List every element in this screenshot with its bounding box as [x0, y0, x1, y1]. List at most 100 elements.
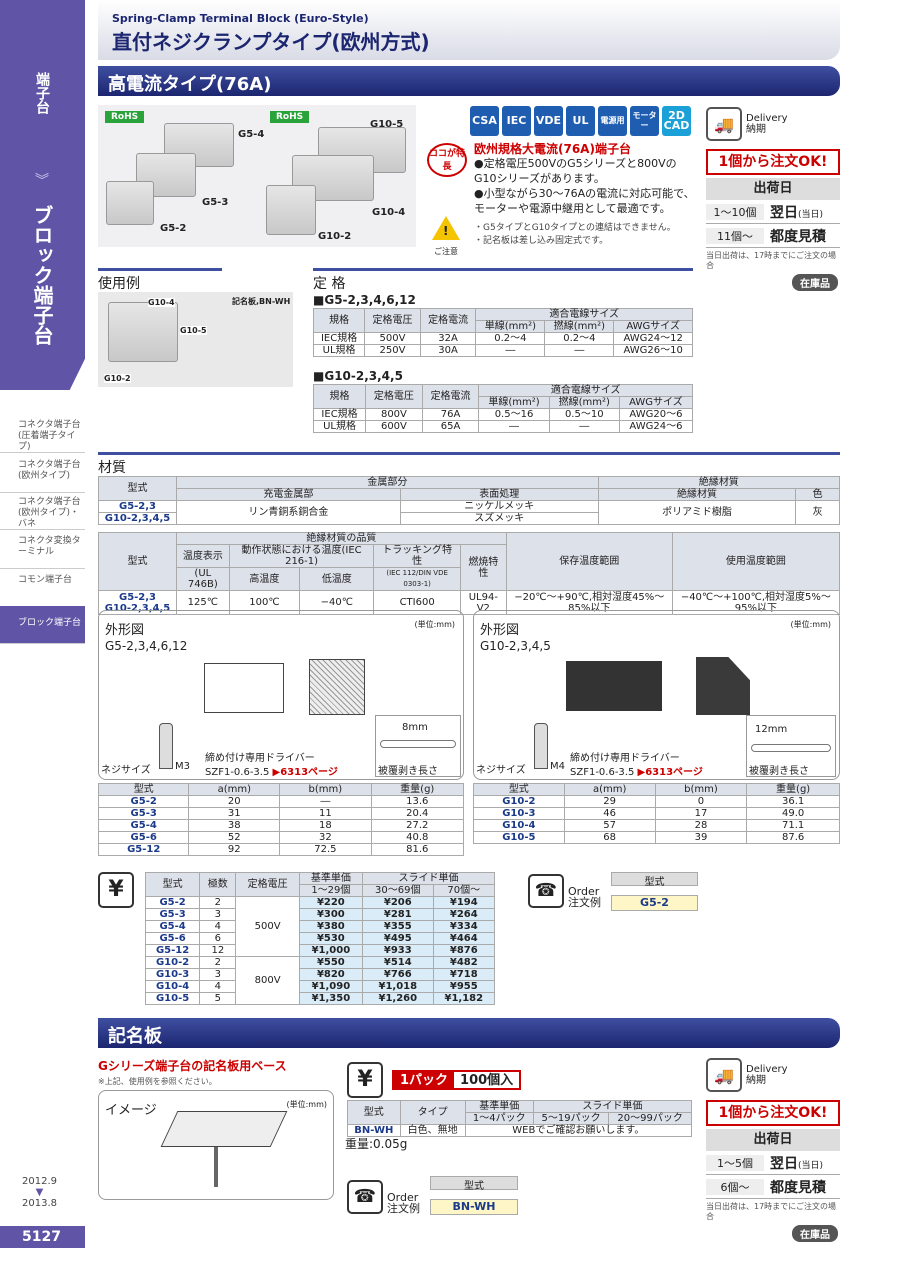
driver-label: 締め付け専用ドライバー — [205, 753, 315, 764]
usage-part-label: G10-4 — [148, 298, 175, 307]
ul-badge: UL — [566, 106, 595, 136]
sidebar-top-label: 端子台 — [34, 72, 50, 114]
truck-icon: 🚚 — [706, 107, 742, 141]
g5-spec-table: 規格定格電圧定格電流適合電線サイズ 単線(mm²)撚線(mm²)AWGサイズ I… — [312, 308, 693, 357]
g10-spec-title: ■G10-2,3,4,5 — [313, 369, 403, 383]
sidebar-main-label: ブロック端子台 — [30, 205, 54, 345]
ship-day: 都度見積 — [770, 228, 826, 245]
phone-icon: ☎ — [528, 874, 564, 908]
ship-qty: 6個～ — [706, 1178, 764, 1195]
insulation-quality-table: 型式絶縁材質の品質保存温度範囲使用温度範囲 温度表示動作状態における温度(IEC… — [98, 532, 841, 615]
strip-length-box: 8mm 被覆剥き長さ — [375, 715, 461, 777]
driver-page-link[interactable]: ▶6313ページ — [637, 767, 703, 778]
strip-length: 8mm — [402, 722, 428, 733]
sidebar-item-block[interactable]: ブロック端子台 — [0, 606, 85, 644]
driver-model: SZF1-0.6-3.5 — [570, 767, 635, 778]
feature-badge: ココが特長 — [427, 143, 467, 177]
date-to: 2013.8 — [22, 1198, 57, 1209]
order-ok-banner: 1個から注文OK! — [706, 1100, 840, 1126]
down-arrow-icon: ▼ — [35, 1187, 44, 1198]
delivery-label-jp: 納期 — [746, 124, 766, 135]
delivery-label: Delivery — [746, 113, 788, 124]
caution-list: ・G5タイプとG10タイプとの連結はできません。 ・記名板は差し込み固定式です。 — [474, 222, 676, 248]
label-g5-3: G5-3 — [202, 197, 229, 208]
ship-day: 翌日 — [770, 1155, 798, 1172]
dims-title: 外形図 — [480, 623, 520, 638]
driver-page-link[interactable]: ▶6313ページ — [272, 767, 338, 778]
ship-footnote: 当日出荷は、17時までにご注文の場合 — [706, 1202, 837, 1221]
label-g5-4: G5-4 — [238, 129, 265, 140]
usage-title: 使用例 — [98, 268, 222, 293]
plate-pin — [214, 1147, 218, 1187]
csa-badge: CSA — [470, 106, 499, 136]
spec-title: 定 格 — [313, 268, 693, 293]
ship-qty: 1～10個 — [706, 203, 764, 220]
ship-note: (当日) — [798, 209, 824, 220]
ship-note: (当日) — [798, 1160, 824, 1171]
motor-badge: モーター — [630, 106, 659, 136]
label-g10-2: G10-2 — [318, 231, 352, 242]
power-badge: 電源用 — [598, 106, 627, 136]
image-label: イメージ — [105, 1103, 157, 1118]
sidebar-item-connector-spring[interactable]: コネクタ端子台(欧州タイプ)・バネ — [0, 492, 85, 530]
strip-length: 12mm — [755, 724, 788, 735]
yen-icon: ¥ — [347, 1062, 383, 1098]
driver-model: SZF1-0.6-3.5 — [205, 767, 270, 778]
ship-qty: 11個～ — [706, 227, 764, 244]
caution-item: ・G5タイプとG10タイプとの連結はできません。 — [474, 223, 676, 233]
caution-label: ご注意 — [434, 247, 458, 256]
dims-drawing-side — [309, 659, 365, 715]
sidebar-item-connector-crimp[interactable]: コネクタ端子台(圧着端子タイプ) — [0, 415, 85, 453]
image-panel: イメージ (単位:mm) — [98, 1090, 334, 1200]
sidebar-item-connector-euro[interactable]: コネクタ端子台(欧州タイプ) — [0, 455, 85, 493]
page-number: 5127 — [0, 1226, 85, 1248]
usage-part-label: G10-5 — [180, 326, 207, 335]
section-title: 高電流タイプ(76A) — [108, 74, 272, 95]
sidebar-item-common[interactable]: コモン端子台 — [0, 570, 85, 608]
warning-icon — [432, 216, 460, 240]
rohs-badge: RoHS — [105, 111, 145, 123]
sidebar-item-converter[interactable]: コネクタ変換ターミナル — [0, 531, 85, 569]
label-g10-4: G10-4 — [372, 207, 406, 218]
date-range: 2012.9 ▼ 2013.8 — [22, 1176, 57, 1209]
label-g5-2: G5-2 — [160, 223, 187, 234]
pack-banner: 1パック 100個入 — [392, 1070, 522, 1090]
delivery-label: Delivery — [746, 1064, 788, 1075]
section-band-high-current: 高電流タイプ(76A) — [98, 66, 840, 96]
product-photo: RoHS RoHS G5-4 G5-3 G5-2 G10-5 G10-4 G10… — [98, 105, 416, 247]
in-stock-badge: 在庫品 — [792, 274, 838, 291]
order-header: 型式 — [430, 1176, 518, 1192]
chevron-down-icon: ︾ — [35, 173, 49, 189]
order-example: G5-2 — [611, 895, 698, 911]
feature-list: ●定格電圧500VのG5シリーズと800VのG10シリーズがあります。 ●小型な… — [474, 156, 696, 216]
ship-footnote: 当日出荷は、17時までにご注文の場合 — [706, 251, 837, 270]
screw-size: M3 — [175, 761, 190, 772]
ship-day: 都度見積 — [770, 1179, 826, 1196]
dims-unit: (単位:mm) — [414, 620, 455, 629]
cad-badge[interactable]: 2D CAD — [662, 106, 691, 136]
pack-count: 100個入 — [460, 1073, 514, 1088]
